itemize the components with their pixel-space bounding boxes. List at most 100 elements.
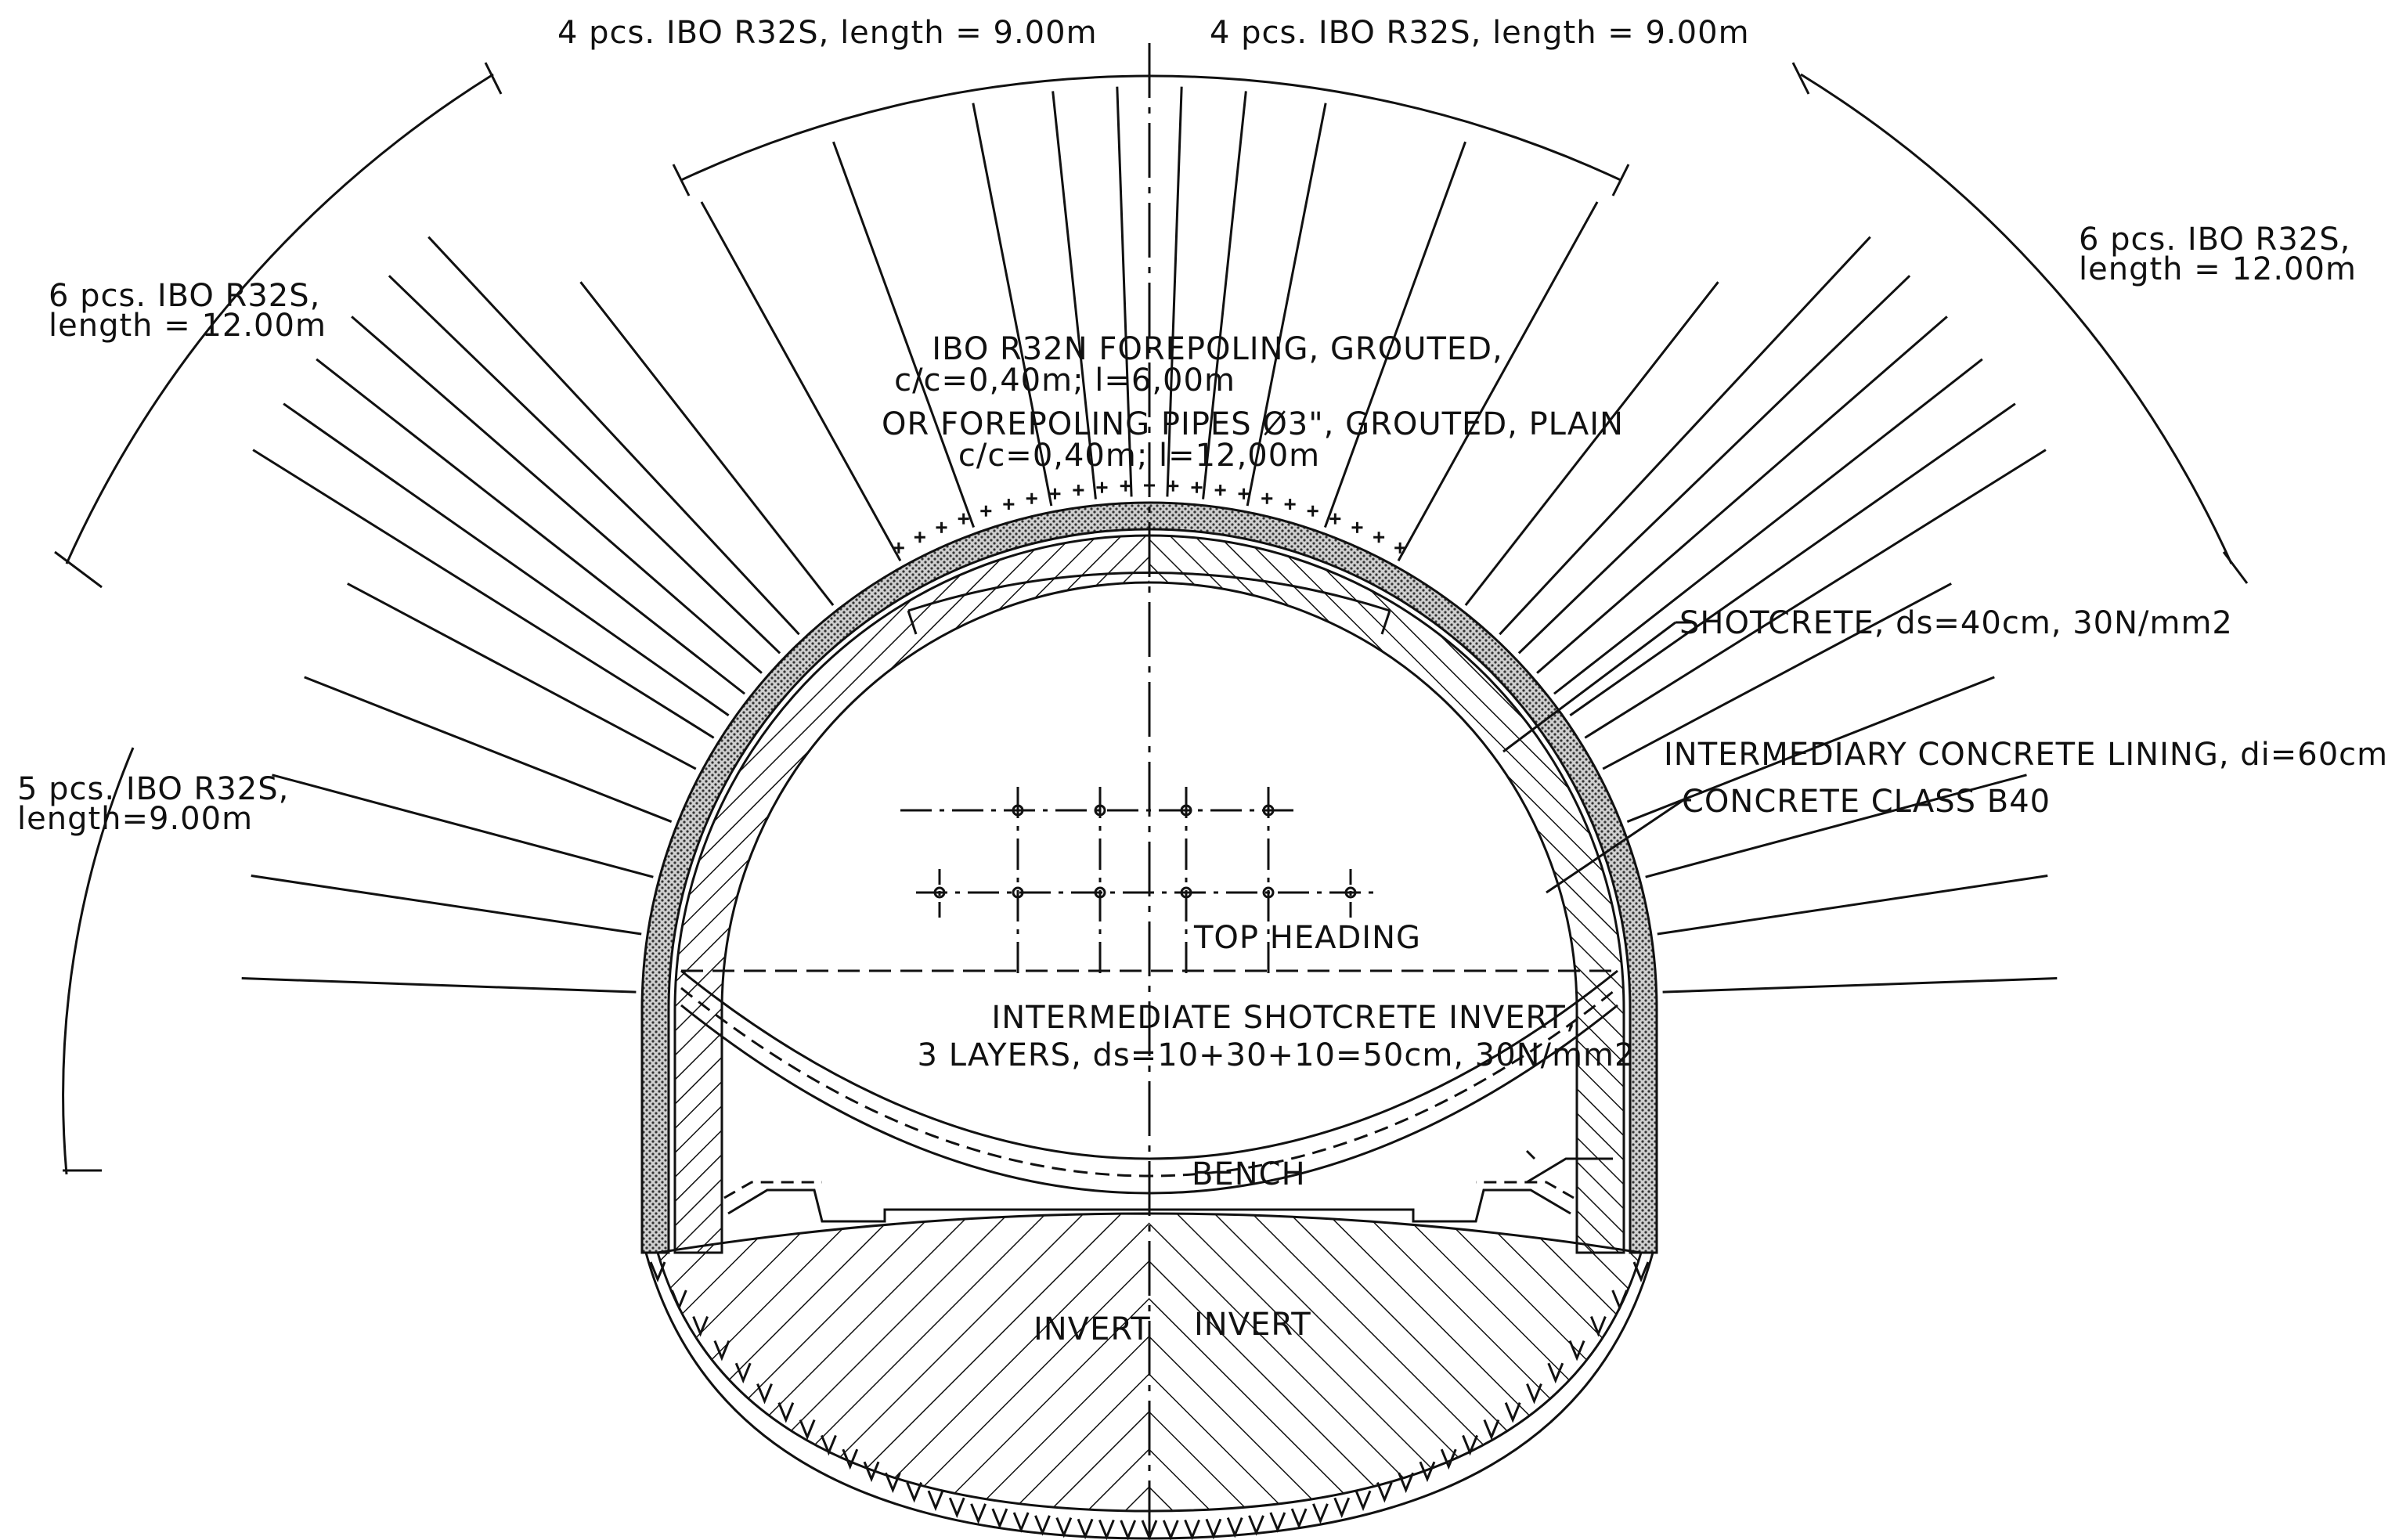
rock-bolts bbox=[241, 86, 2058, 994]
invert-tooth bbox=[821, 1434, 837, 1456]
invert-tooth bbox=[1526, 1383, 1542, 1405]
rock-bolt bbox=[388, 275, 781, 655]
invert-teeth bbox=[649, 1261, 1650, 1540]
rock-bolt bbox=[272, 774, 654, 878]
invert-tooth bbox=[670, 1289, 687, 1311]
invert-tooth bbox=[1012, 1512, 1030, 1533]
top-heading-label: TOP HEADING bbox=[1194, 920, 1421, 956]
invert-tooth bbox=[1611, 1289, 1629, 1311]
rock-bolt bbox=[1246, 103, 1327, 507]
rock-bolt bbox=[304, 676, 673, 823]
rock-bolt bbox=[427, 236, 800, 636]
rock-bolt bbox=[1584, 449, 2047, 739]
top-left-bolt-label: 4 pcs. IBO R32S, length = 9.00m bbox=[557, 15, 1098, 51]
invert-tooth bbox=[991, 1508, 1008, 1529]
concrete-class-label: CONCRETE CLASS B40 bbox=[1682, 784, 2051, 820]
invert-tooth bbox=[692, 1315, 709, 1337]
forepoling-label-line2: c/c=0,40m; l=6,00m bbox=[894, 362, 1235, 399]
rock-bolt bbox=[351, 316, 763, 674]
invert-tooth bbox=[1290, 1508, 1308, 1529]
top-right-bolt-label: 4 pcs. IBO R32S, length = 9.00m bbox=[1210, 15, 1750, 51]
upper-left-bolt-arc bbox=[65, 73, 494, 564]
invert-tooth bbox=[1376, 1481, 1393, 1503]
invert-tooth bbox=[1248, 1515, 1264, 1536]
rock-bolt bbox=[1645, 774, 2027, 878]
rock-bolt bbox=[283, 402, 730, 716]
invert-shotcrete-label-line1: INTERMEDIATE SHOTCRETE INVERT, bbox=[991, 1000, 1577, 1036]
lining-label: INTERMEDIARY CONCRETE LINING, di=60cm bbox=[1664, 737, 2388, 773]
invert-tooth bbox=[1398, 1472, 1415, 1494]
invert-tooth bbox=[1226, 1517, 1243, 1538]
rock-bolt bbox=[1626, 676, 1995, 823]
upper-right-bolt-arc bbox=[1800, 73, 2233, 564]
rock-bolt bbox=[1323, 141, 1466, 528]
invert-tooth bbox=[1077, 1518, 1094, 1540]
rock-bolt bbox=[251, 875, 642, 936]
concrete-lining bbox=[673, 534, 1625, 1254]
rock-bolt bbox=[579, 281, 835, 606]
invert-tooth bbox=[948, 1497, 965, 1519]
rock-bolt bbox=[1553, 358, 1983, 695]
rock-bolt bbox=[1662, 977, 2058, 994]
lower-left-bolt-label-line1: 5 pcs. IBO R32S, bbox=[17, 771, 290, 807]
rock-bolt bbox=[1166, 86, 1183, 497]
invert-tooth bbox=[1547, 1362, 1564, 1384]
rock-bolt bbox=[1052, 91, 1097, 500]
invert-tooth bbox=[884, 1472, 901, 1494]
rock-bolt bbox=[1657, 875, 2048, 936]
top-bolt-arc bbox=[680, 74, 1621, 182]
invert-tooth bbox=[1034, 1515, 1051, 1536]
invert-tooth bbox=[713, 1340, 730, 1361]
invert-label-right: INVERT bbox=[1194, 1307, 1311, 1343]
rock-bolt bbox=[1499, 236, 1871, 636]
invert-tooth bbox=[927, 1490, 944, 1512]
forepoling-label-line3: OR FOREPOLING PIPES Ø3", GROUTED, PLAIN bbox=[882, 406, 1624, 442]
outer-dimension-arcs bbox=[54, 62, 2249, 1175]
forepoling-label-line4: c/c=0,40m; l=12,00m bbox=[958, 438, 1321, 474]
shotcrete-label: SHOTCRETE, ds=40cm, 30N/mm2 bbox=[1679, 605, 2233, 641]
rock-bolt bbox=[347, 582, 697, 770]
invert-tooth bbox=[1205, 1518, 1222, 1540]
rock-bolt bbox=[1602, 582, 1952, 770]
shotcrete-shell bbox=[640, 501, 1658, 1254]
invert-tooth bbox=[1312, 1503, 1329, 1524]
invert-tooth bbox=[842, 1448, 859, 1470]
bench-label: BENCH bbox=[1192, 1156, 1306, 1192]
rock-bolt bbox=[972, 103, 1053, 507]
invert-tooth bbox=[863, 1461, 880, 1483]
construction-grid bbox=[681, 787, 1618, 979]
invert-tooth bbox=[1120, 1520, 1137, 1540]
forepoling-label-line1: IBO R32N FOREPOLING, GROUTED, bbox=[932, 331, 1503, 367]
invert-tooth bbox=[756, 1383, 773, 1405]
upper-right-bolt-label-line2: length = 12.00m bbox=[2079, 251, 2357, 287]
invert-tooth bbox=[649, 1261, 666, 1282]
invert-tooth bbox=[1462, 1434, 1478, 1456]
invert-tooth bbox=[734, 1362, 752, 1384]
rock-bolt bbox=[241, 977, 637, 994]
invert-tooth bbox=[1590, 1315, 1607, 1337]
leader-lines bbox=[1502, 621, 1691, 1184]
upper-left-bolt-label-line2: length = 12.00m bbox=[49, 308, 326, 344]
lower-left-bolt-label-line2: length=9.00m bbox=[17, 801, 254, 837]
invert-slab bbox=[644, 1212, 1654, 1540]
rock-bolt bbox=[1116, 86, 1133, 497]
upper-right-bolt-label-line1: 6 pcs. IBO R32S, bbox=[2079, 222, 2351, 258]
invert-label-left: INVERT bbox=[1033, 1311, 1151, 1347]
invert-tooth bbox=[1504, 1402, 1521, 1423]
invert-tooth bbox=[1333, 1497, 1351, 1519]
invert-tooth bbox=[1568, 1340, 1585, 1361]
invert-shotcrete-label-line2: 3 LAYERS, ds=10+30+10=50cm, 30N/mm2 bbox=[917, 1037, 1636, 1073]
rock-bolt bbox=[1517, 275, 1911, 655]
invert-tooth bbox=[1055, 1517, 1073, 1538]
forepoling-markers bbox=[893, 480, 1406, 554]
invert-tooth bbox=[1269, 1512, 1286, 1533]
rock-bolt bbox=[252, 449, 715, 739]
rock-bolt bbox=[1202, 91, 1247, 500]
invert-tooth bbox=[970, 1503, 987, 1524]
invert-tooth bbox=[906, 1481, 923, 1503]
rock-bolt bbox=[1397, 201, 1599, 561]
invert-tooth bbox=[1440, 1448, 1457, 1470]
rock-bolt bbox=[316, 358, 745, 695]
rock-bolt bbox=[1569, 402, 2016, 716]
